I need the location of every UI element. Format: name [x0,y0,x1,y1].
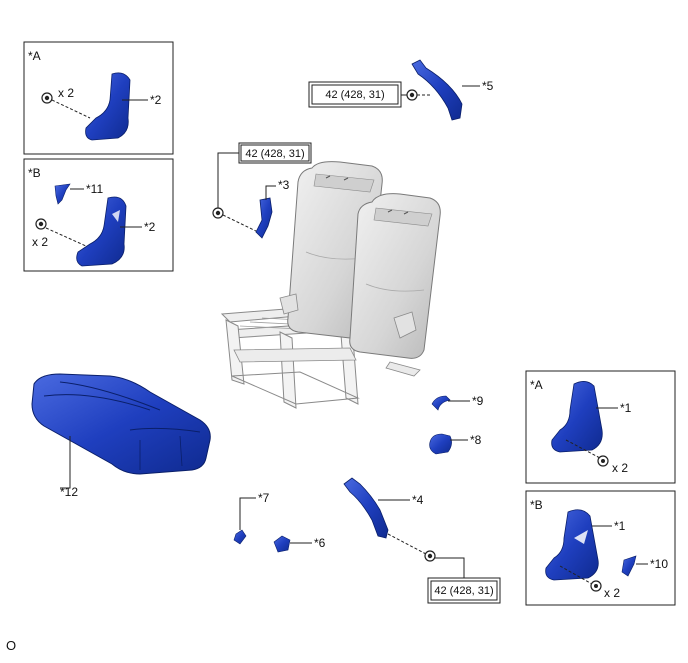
seatback-hinge-cover-part [545,509,599,581]
callout-4: *4 [412,493,424,507]
torque-spec-middle: 42 (428, 31) [238,142,312,164]
qty-a-top: x 2 [58,86,74,100]
torque-value-bottom: 42 (428, 31) [434,585,493,597]
callout-9: *9 [472,394,484,408]
callout-5: *5 [482,79,494,93]
inset-b-top-label: *B [28,166,41,180]
clip-part-10 [621,555,637,577]
callout-2a: *2 [150,93,162,107]
qty-b-top: x 2 [32,235,48,249]
bracket-part-3 [255,197,273,239]
callout-3: *3 [278,178,290,192]
callout-1b: *1 [614,519,626,533]
seatback-hinge-cover-part [85,72,131,141]
callout-2b: *2 [144,220,156,234]
callout-10: *10 [650,557,668,571]
inset-b-top: *B *11 x 2 *2 [23,158,174,272]
bolt-icon [406,89,418,101]
torque-value-middle: 42 (428, 31) [245,148,304,160]
hinge-bracket-part-5 [411,59,463,121]
inset-a-top-label: *A [28,49,41,63]
screw-icon [590,580,602,592]
torque-spec-top: 42 (428, 31) [308,81,402,108]
clip-part-11 [54,183,71,205]
callout-7: *7 [258,491,270,505]
bolt-icon [424,550,436,562]
callout-12: *12 [60,485,78,499]
inset-b-right: *B *1 x 2 *10 [525,490,676,606]
clip-part-9 [431,395,451,411]
bolt-icon [35,218,47,230]
hinge-bracket-part-4 [343,477,389,539]
inset-b-right-label: *B [530,498,543,512]
inset-a-right-label: *A [530,378,543,392]
bolt-icon [212,207,224,219]
callout-11: *11 [86,182,103,196]
torque-spec-bottom: 42 (428, 31) [427,577,501,604]
seatback-hinge-cover-part [551,381,603,453]
cover-part-6 [273,535,291,553]
inset-a-top: *A x 2 *2 [23,41,174,155]
seat-cushion-part-12 [31,373,211,475]
illustration-code: O [6,638,17,653]
qty-a-right: x 2 [612,461,628,475]
screw-icon [597,455,609,467]
inset-a-right: *A *1 x 2 [525,370,676,484]
clip-part-7 [233,529,247,545]
bolt-icon [41,92,53,104]
callout-1a: *1 [620,401,632,415]
torque-value-top: 42 (428, 31) [325,89,384,101]
qty-b-right: x 2 [604,586,620,600]
cover-part-8 [429,433,452,455]
callout-8: *8 [470,433,482,447]
callout-6: *6 [314,536,326,550]
rear-seat-assembly [220,161,441,409]
